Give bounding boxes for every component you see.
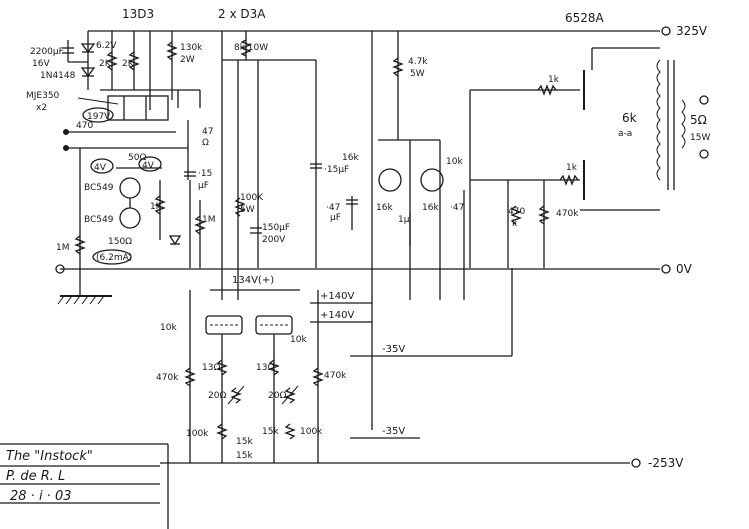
r-100k-b-label: 100k <box>300 427 323 437</box>
cap-47-b-label: ·47 <box>450 203 464 213</box>
driver-stage: 4.7k 5W 16k 10k ·47 µF 16k 1µ 16k ·47 <box>326 31 465 430</box>
load-label: 5Ω <box>690 113 707 127</box>
r-150-label: 150Ω <box>108 237 132 247</box>
r-470k-a-unit: k <box>512 219 518 229</box>
pot-20-b-label: 20Ω <box>268 391 286 401</box>
cap-47-a-label: ·47 <box>326 203 340 213</box>
left-stage: 2200µF 16V 6.2V 1N4148 2K 2K 130k 2W MJE… <box>26 31 216 305</box>
lower-stage: 134V(+) 10k 10k 470k 470k 13Ω 13Ω 20Ω 20… <box>156 275 347 463</box>
rail-zero: 0V <box>55 262 693 276</box>
r-1k-b-label: 1k <box>566 163 578 173</box>
impedance-label: 6k <box>622 111 637 125</box>
r-130k-label: 130k <box>180 43 203 53</box>
r-1m-a-label: 1M <box>56 243 70 253</box>
r-470k-a-label: 470k <box>156 373 179 383</box>
r-16k-c-label: 16k <box>422 203 439 213</box>
pot-20-a-label: 20Ω <box>208 391 226 401</box>
r-1k-a-label: 1k <box>548 75 560 85</box>
impedance-sub: a-a <box>618 129 632 139</box>
r-16k-a-label: 16k <box>342 153 359 163</box>
cap-2200-label: 2200µF <box>30 47 64 57</box>
pot-50-label: 50Ω <box>128 153 146 163</box>
rail-plus-325-label: 325V <box>676 24 708 38</box>
mje350-label: MJE350 <box>26 91 60 101</box>
output-stage: 1k 1k 6k a-a 5Ω 15W 470 k 470k <box>469 47 710 356</box>
r-470k-a-label: 470 <box>508 207 525 217</box>
tube-6528a-label: 6528A <box>565 11 605 25</box>
diode-label: 1N4148 <box>40 71 76 81</box>
title-name: The "Instock" <box>6 449 93 464</box>
rail-minus-35-label-a: -35V <box>382 344 405 355</box>
r-47k-label: 4.7k <box>408 57 428 67</box>
v4-b-label: 4V <box>142 161 155 171</box>
r-470-label: 470 <box>76 121 93 131</box>
r-470k-b-label: 470k <box>556 209 579 219</box>
cap-015-label: ·15µF <box>324 165 349 175</box>
r-15k-b-label: 15k <box>262 427 279 437</box>
tube-13d3-label: 13D3 <box>122 7 154 21</box>
r-13-a-label: 13Ω <box>202 363 220 373</box>
r-2k-a-label: 2K <box>99 59 112 69</box>
r-15k-a-label: 15k <box>236 437 253 447</box>
rail-plus-325: 325V <box>88 24 708 38</box>
title-author: P. de R. L <box>6 469 65 484</box>
cap-150-label: 150µF <box>262 223 290 233</box>
r-47-label: 47 <box>202 127 213 137</box>
tube-2xd3a-label: 2 x D3A <box>218 7 266 21</box>
load-watt: 15W <box>690 133 710 143</box>
rail-zero-label: 0V <box>676 262 693 276</box>
r-47-unit: Ω <box>202 138 209 148</box>
rail-plus-140-label-a: +140V <box>320 291 354 302</box>
r-130k-watt: 2W <box>180 55 195 65</box>
cap-1-label: 1µ <box>398 215 410 225</box>
r-1m-b-label: 1M <box>202 215 216 225</box>
cap-47-unit-a: µF <box>330 213 341 223</box>
rail-minus-35: -35V -35V <box>350 344 512 439</box>
title-block: The "Instock" P. de R. L 28 · i · 03 <box>0 443 169 529</box>
r-16k-b-label: 16k <box>376 203 393 213</box>
r-8k-label: 8k 10W <box>234 43 268 53</box>
cap-15-unit: µF <box>198 181 209 191</box>
rail-minus-35-label-b: -35V <box>382 426 405 437</box>
r-1k-label: 1k <box>150 202 162 212</box>
r-47k-watt: 5W <box>410 69 425 79</box>
r-100k-watt: 5W <box>240 205 255 215</box>
zener-label: 6.2V <box>96 41 117 51</box>
rail-minus-253-label: -253V <box>648 456 684 470</box>
r-100k-label: 100K <box>240 193 264 203</box>
cap-15-label: ·15 <box>198 169 212 179</box>
mje350-count: x2 <box>36 103 47 113</box>
r-2k-b-label: 2K <box>122 59 135 69</box>
mid-stage: 8k 10W 100K 5W 150µF 200V ·15µF <box>221 31 349 300</box>
r-470k-b-label: 470k <box>324 371 347 381</box>
cap-2200-voltage: 16V <box>32 59 50 69</box>
bc549-b-label: BC549 <box>84 215 114 225</box>
node-134-label: 134V(+) <box>232 275 274 286</box>
r-100k-a-label: 100k <box>186 429 209 439</box>
r-10k-label: 10k <box>446 157 463 167</box>
cap-150-voltage: 200V <box>262 235 286 245</box>
r-10k-b-label: 10k <box>290 335 307 345</box>
rail-minus-253: -253V <box>160 456 684 470</box>
rail-plus-140-label-b: +140V <box>320 310 354 321</box>
r-13-b-label: 13Ω <box>256 363 274 373</box>
v197-label: 197V <box>87 112 111 122</box>
v4-a-label: 4V <box>94 163 107 173</box>
r-10k-a-label: 10k <box>160 323 177 333</box>
rail-plus-140: +140V +140V <box>310 291 372 323</box>
bc549-a-label: BC549 <box>84 183 114 193</box>
i-6ma-label: (6.2mA) <box>96 253 132 263</box>
title-date: 28 · i · 03 <box>10 489 72 504</box>
r-15k-c-label: 15k <box>236 451 253 461</box>
